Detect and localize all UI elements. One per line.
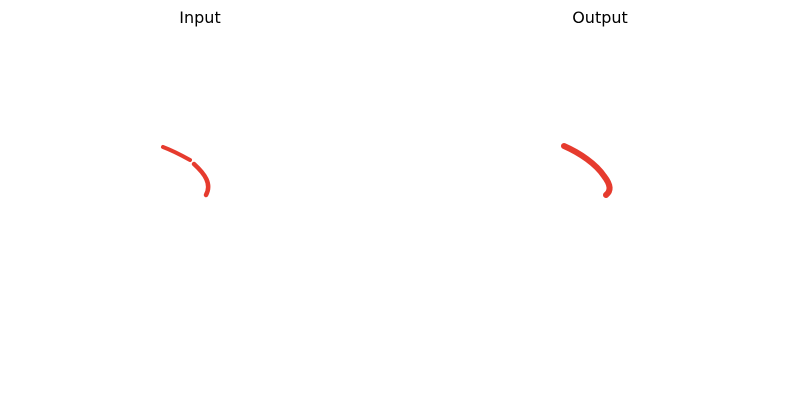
output-canvas <box>561 143 613 198</box>
output-panel: Output <box>400 0 800 400</box>
input-panel: Input <box>161 8 221 198</box>
input-panel-title: Input <box>179 8 221 27</box>
input-stroke-segment-lower <box>191 161 211 198</box>
output-panel-title: Output <box>572 8 628 27</box>
output-stroke <box>561 143 613 198</box>
input-canvas <box>161 145 211 198</box>
input-stroke-segment-upper <box>161 145 192 162</box>
